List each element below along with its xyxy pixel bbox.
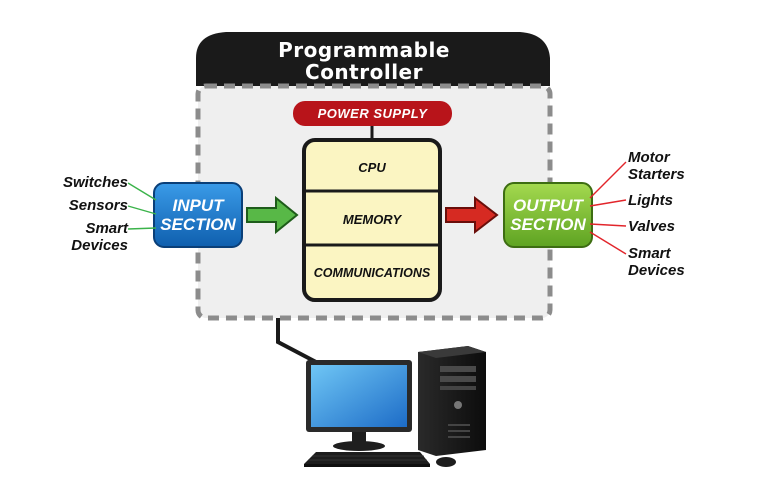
output-section-label-2: SECTION [510,215,586,234]
output-label-starters: Starters [628,166,685,183]
title-line-1: Programmable [278,38,450,62]
output-section-label-1: OUTPUT [513,196,583,215]
output-label-smart: Smart [628,245,671,262]
output-label-motor: Motor [628,149,670,166]
input-arrow [246,195,299,235]
communications-label: COMMUNICATIONS [313,266,431,280]
input-section-box [153,182,243,248]
title-line-2: Controller [305,60,423,84]
monitor-icon [306,360,412,451]
input-section-label-1: INPUT [172,196,224,215]
output-label-devices: Devices [628,262,685,279]
mouse-icon [436,457,456,467]
desktop-computer-icon [304,346,486,467]
keyboard-icon [304,452,430,467]
tower-icon [418,346,486,456]
output-label-lights: Lights [628,192,673,209]
input-section-label-2: SECTION [160,215,236,234]
input-label-switches: Switches [62,174,128,191]
power-supply-badge [293,101,452,126]
power-supply-label: POWER SUPPLY [317,106,428,121]
cpu-label: CPU [358,160,386,175]
input-label-devices: Devices [71,237,128,254]
cpu-block [302,138,442,302]
input-label-smart: Smart [85,220,128,237]
input-connectors [127,182,157,230]
output-arrow [445,195,499,235]
output-connectors [589,161,627,255]
input-label-sensors: Sensors [68,197,128,214]
controller-cable [276,318,317,364]
output-section-box [503,182,593,248]
output-label-valves: Valves [628,218,675,235]
controller-header [196,32,550,86]
memory-label: MEMORY [342,212,402,227]
